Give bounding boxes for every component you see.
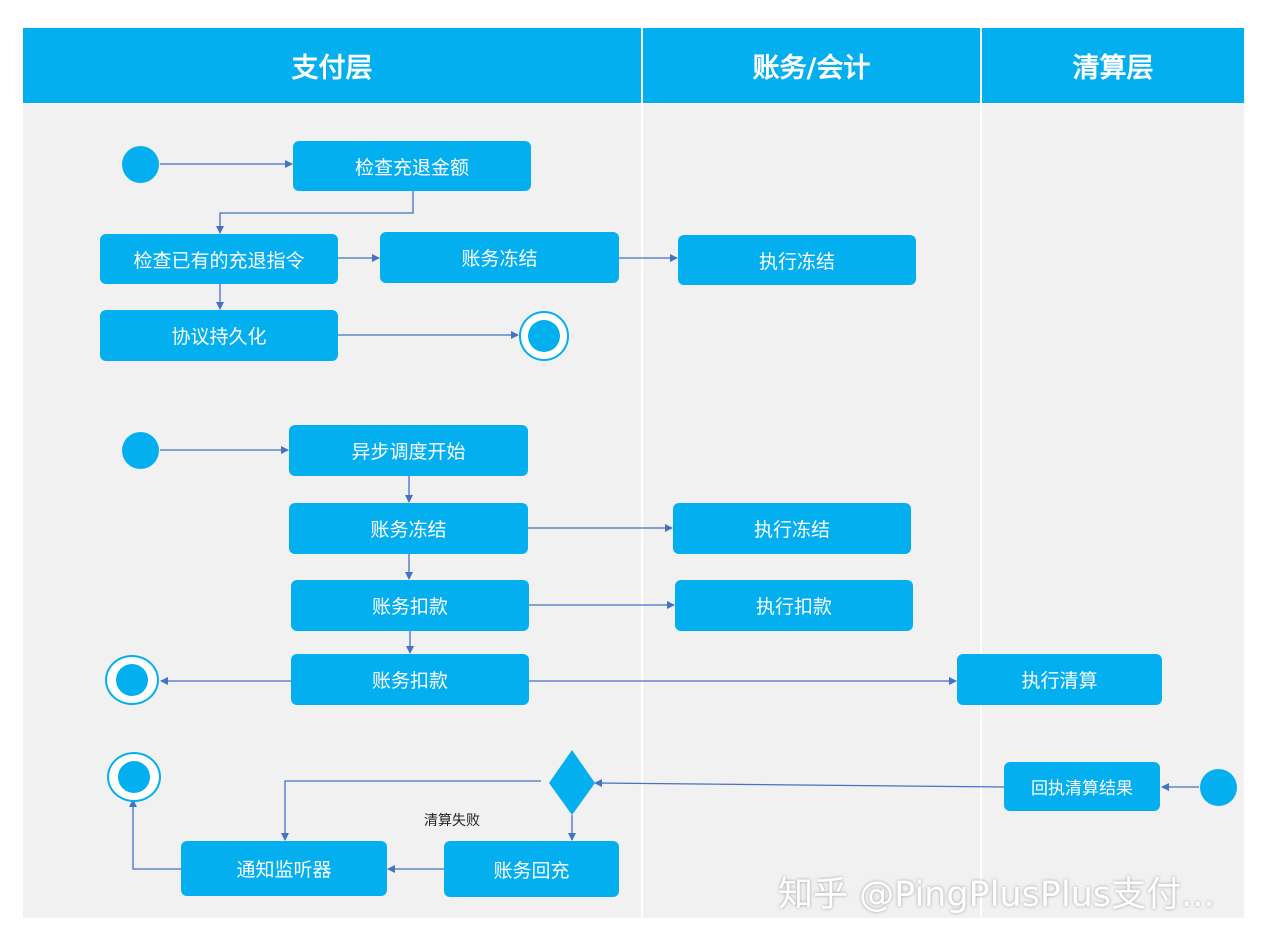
node-account-freeze: 账务冻结 (289, 503, 528, 554)
node-check-refund-amount: 检查充退金额 (293, 141, 531, 191)
connector (129, 799, 181, 870)
decision-diamond (549, 750, 595, 815)
node-execute-clearing: 执行清算 (957, 654, 1162, 705)
node-agreement-persist: 协议持久化 (100, 310, 338, 361)
lane-divider (641, 28, 643, 918)
lane-header-payment: 支付层 (23, 28, 641, 103)
node-return-clearing-result: 回执清算结果 (1004, 762, 1160, 811)
lane-header-accounting: 账务/会计 (643, 28, 980, 103)
node-execute-debit: 执行扣款 (675, 580, 913, 631)
node-check-existing-refund-command: 检查已有的充退指令 (100, 234, 338, 284)
node-execute-freeze: 执行冻结 (678, 235, 916, 285)
node-account-debit: 账务扣款 (291, 654, 529, 705)
node-execute-freeze: 执行冻结 (673, 503, 911, 554)
start-node (122, 146, 159, 183)
node-async-schedule-start: 异步调度开始 (289, 425, 528, 476)
start-node (122, 432, 159, 469)
watermark: 知乎 @PingPlusPlus支付... (778, 875, 1215, 915)
lane-divider (980, 28, 982, 918)
connector (281, 780, 541, 841)
edge-label-clearing-failed: 清算失败 (424, 813, 480, 829)
node-account-freeze: 账务冻结 (380, 232, 619, 283)
node-account-refill: 账务回充 (444, 841, 619, 897)
start-node (1200, 769, 1237, 806)
lane-header-clearing: 清算层 (982, 28, 1244, 103)
connector (216, 191, 414, 234)
connector (594, 779, 1005, 788)
end-node (519, 311, 569, 361)
end-node (107, 752, 161, 802)
end-node (105, 655, 159, 705)
node-notify-listener: 通知监听器 (181, 841, 387, 896)
node-account-debit: 账务扣款 (291, 580, 529, 631)
